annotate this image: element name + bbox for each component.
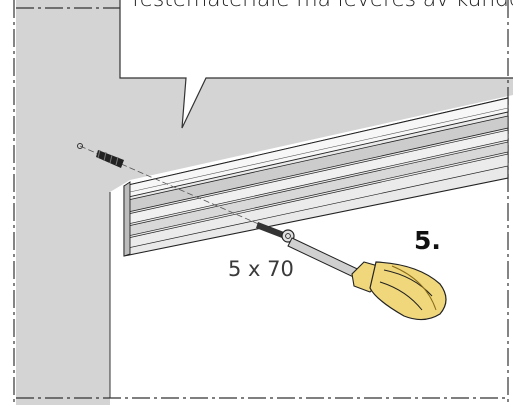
wall-plug xyxy=(77,143,124,168)
wall-panel xyxy=(16,0,513,405)
step-number: 5. xyxy=(414,226,441,255)
screw-size-label: 5 x 70 xyxy=(228,257,294,281)
wall-rail xyxy=(123,97,509,257)
callout-text: festemateriale må leveres av kunde xyxy=(132,0,513,12)
screwdriver xyxy=(287,237,447,321)
callout-balloon xyxy=(119,0,513,129)
dash-dot-border xyxy=(13,0,509,405)
